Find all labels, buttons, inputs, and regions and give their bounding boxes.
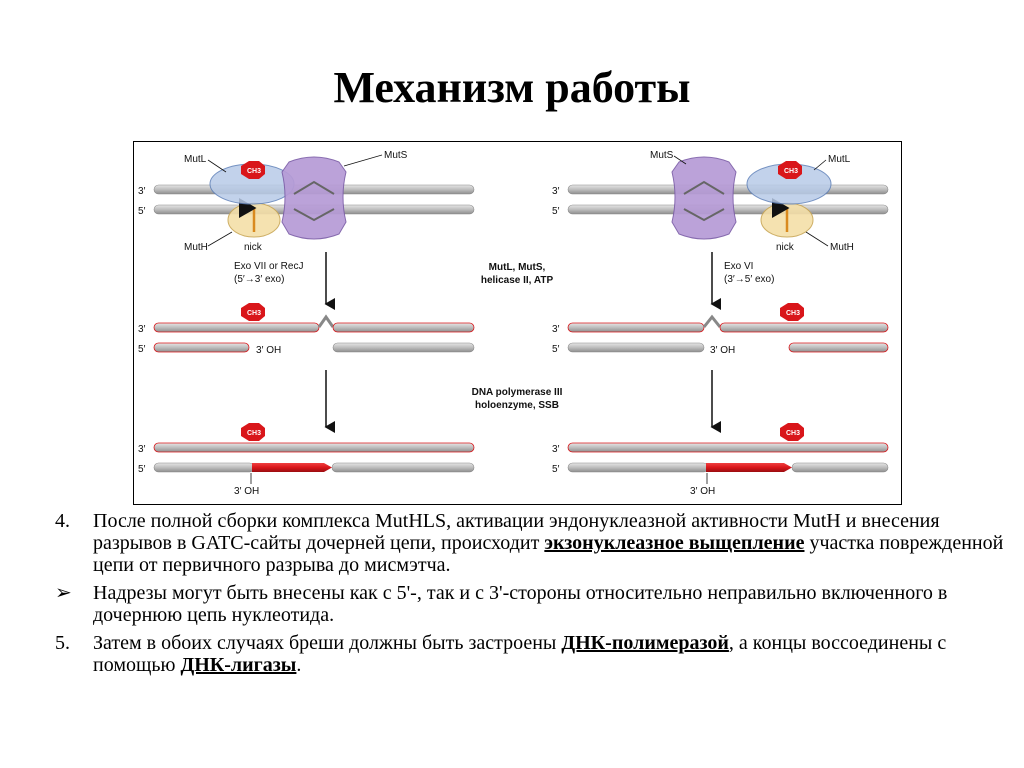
right-mutl-label: MutL (828, 154, 851, 165)
left-row1-5prime-label: 5′ (138, 206, 146, 217)
right-row1-ch3-label: CH3 (784, 168, 798, 175)
left-row3-3prime-label: 3′ (138, 444, 146, 455)
left-row3-5prime-label: 5′ (138, 464, 146, 475)
right-row2-3prime-label: 3′ (552, 324, 560, 335)
right-row3-bottom-strand-a (567, 462, 709, 473)
right-row1-methyl-icon (778, 161, 802, 179)
left-row2-oh-label: 3′ OH (256, 345, 281, 356)
left-row2-ch3-label: CH3 (247, 310, 261, 317)
right-row2-bottom-strand-a (567, 342, 705, 353)
right-mutl-leader (813, 159, 827, 171)
right-muts-label: MutS (650, 150, 674, 161)
center-top-label-line2: helicase II, ATP (481, 275, 554, 286)
right-row3-methyl-icon (780, 423, 804, 441)
left-row1-methyl-icon (241, 161, 265, 179)
right-exo-label: Exo VI (724, 261, 753, 272)
right-panel: 3′ 5′ CH3 MutL MutS nick MutH Exo VI (3′… (552, 150, 889, 497)
arrow-bullet-icon: ➢ (55, 582, 72, 604)
left-row1-ch3-label: CH3 (247, 168, 261, 175)
left-row2-top-strand-a (153, 322, 320, 333)
right-row3-top-strand (567, 442, 889, 453)
left-row2-methyl-icon (241, 303, 265, 321)
center-top-label-line1: MutL, MutS, (489, 262, 546, 273)
right-muts-protein (671, 156, 737, 240)
center-mid-label-line1: DNA polymerase III (472, 387, 563, 398)
right-row3-oh-label: 3′ OH (690, 486, 715, 497)
left-muth-label: MutH (184, 242, 208, 253)
right-row2-oh-label: 3′ OH (710, 345, 735, 356)
step4-bold-term: экзонуклеазное выщепление (544, 532, 805, 554)
right-muth-leader (805, 231, 829, 247)
left-row2-bottom-strand-a (153, 342, 250, 353)
right-muts-leader (673, 155, 687, 165)
right-row3-3prime-label: 3′ (552, 444, 560, 455)
step5-bold-term-polymerase: ДНК-полимеразой (561, 632, 729, 654)
list-item-step5: 5. Затем в обоих случаях бреши должны бы… (55, 632, 1015, 676)
list-item-step4: 4. После полной сборки комплекса MutHLS,… (55, 510, 1015, 576)
left-row3-bottom-strand-b (331, 462, 475, 473)
left-exo-label: Exo VII or RecJ (234, 261, 303, 272)
right-row3-5prime-label: 5′ (552, 464, 560, 475)
left-row3-methyl-icon (241, 423, 265, 441)
right-muth-label: MutH (830, 242, 854, 253)
right-mismatch-kink (683, 180, 725, 195)
left-panel: 3′ 5′ CH3 MutL MutS MutH nick E (138, 150, 475, 497)
left-mismatch-kink (293, 180, 335, 195)
left-muts-leader (343, 154, 383, 167)
right-row2-5prime-label: 5′ (552, 344, 560, 355)
list-marker-4: 4. (55, 510, 70, 532)
step5-bold-term-ligase: ДНК-лигазы (180, 654, 297, 676)
left-row3-top-strand (153, 442, 475, 453)
left-muts-label: MutS (384, 150, 408, 161)
mismatch-repair-diagram: 3′ 5′ CH3 MutL MutS MutH nick E (133, 141, 902, 505)
right-row2-kink (702, 314, 722, 328)
left-exo-direction: (5′→3′ exo) (234, 274, 284, 285)
left-row2-5prime-label: 5′ (138, 344, 146, 355)
right-exo-direction: (3′→5′ exo) (724, 274, 774, 285)
right-row2-top-strand-b (719, 322, 889, 333)
center-mid-label-line2: holoenzyme, SSB (475, 400, 559, 411)
left-muts-protein (281, 156, 347, 240)
left-row1-3prime-label: 3′ (138, 186, 146, 197)
right-row1-5prime-label: 5′ (552, 206, 560, 217)
left-nick-label: nick (244, 242, 263, 253)
left-mutl-label: MutL (184, 154, 207, 165)
step5-text-before: Затем в обоих случаях бреши должны быть … (93, 632, 562, 654)
left-row3-ch3-label: CH3 (247, 430, 261, 437)
right-row3-bottom-strand-b (791, 462, 889, 473)
left-row2-top-strand-b (332, 322, 475, 333)
left-muth-leader (207, 231, 233, 247)
page-title: Механизм работы (333, 63, 691, 112)
list-item-arrow-note: ➢ Надрезы могут быть внесены как с 5'-, … (55, 582, 1015, 626)
left-row3-bottom-strand-old (153, 462, 255, 473)
list-marker-5: 5. (55, 632, 70, 654)
right-row2-methyl-icon (780, 303, 804, 321)
right-mismatch-kink-bottom (683, 208, 725, 222)
step4-text-after: участка поврежденной цепи от первичного … (93, 532, 1004, 576)
right-row3-ch3-label: CH3 (786, 430, 800, 437)
step5-text-middle: , а концы воссоединены с помощью (93, 632, 947, 676)
left-row2-3prime-label: 3′ (138, 324, 146, 335)
right-row2-top-strand-a (567, 322, 705, 333)
left-row3-new-synthesis (252, 463, 332, 472)
right-nick-label: nick (776, 242, 795, 253)
right-row1-3prime-label: 3′ (552, 186, 560, 197)
left-row2-kink (317, 314, 335, 328)
left-row2-bottom-strand-b (332, 342, 475, 353)
step5-text-after: . (296, 654, 302, 676)
left-row3-oh-label: 3′ OH (234, 486, 259, 497)
right-row2-ch3-label: CH3 (786, 310, 800, 317)
left-mismatch-kink-bottom (293, 208, 335, 222)
left-mutl-leader (207, 159, 227, 173)
right-row3-new-synthesis (706, 463, 792, 472)
explanation-list: 4. После полной сборки комплекса MutHLS,… (55, 510, 1015, 682)
right-row2-bottom-strand-b (788, 342, 889, 353)
arrow-note-text: Надрезы могут быть внесены как с 5'-, та… (93, 582, 948, 626)
step4-text-before: После полной сборки комплекса MutHLS, ак… (93, 510, 940, 554)
